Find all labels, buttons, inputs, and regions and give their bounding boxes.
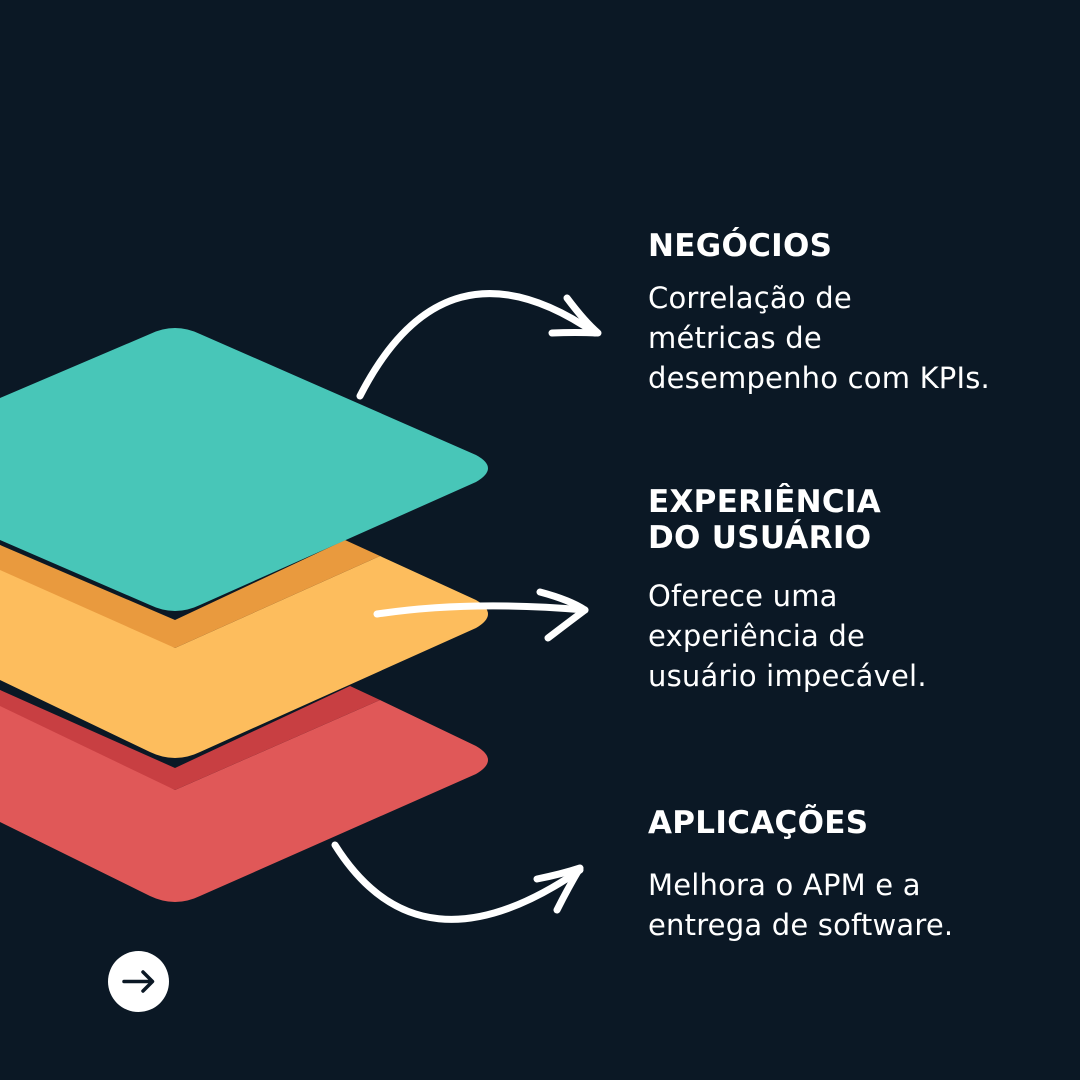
section-user-experience-title: EXPERIÊNCIA DO USUÁRIO <box>648 484 882 556</box>
section-applications: APLICAÇÕES Melhora o APM e a entrega de … <box>648 805 1068 945</box>
section-user-experience-body: Oferece uma experiência de usuário impec… <box>648 579 927 693</box>
section-user-experience: EXPERIÊNCIA DO USUÁRIO Oferece uma exper… <box>648 484 1068 696</box>
arrow-right-icon <box>122 970 155 993</box>
layer-user-experience <box>0 540 488 758</box>
section-business-title: NEGÓCIOS <box>648 228 833 264</box>
section-business-body: Correlação de métricas de desempenho com… <box>648 281 990 395</box>
arrow-to-user-experience <box>373 588 589 642</box>
arrow-to-applications <box>331 841 584 923</box>
section-applications-body: Melhora o APM e a entrega de software. <box>648 868 954 942</box>
section-applications-title: APLICAÇÕES <box>648 805 869 841</box>
next-button[interactable] <box>108 951 169 1012</box>
arrow-to-business <box>356 290 602 400</box>
section-business: NEGÓCIOS Correlação de métricas de desem… <box>648 228 1068 398</box>
layer-business <box>0 328 488 611</box>
layer-applications <box>0 686 488 902</box>
